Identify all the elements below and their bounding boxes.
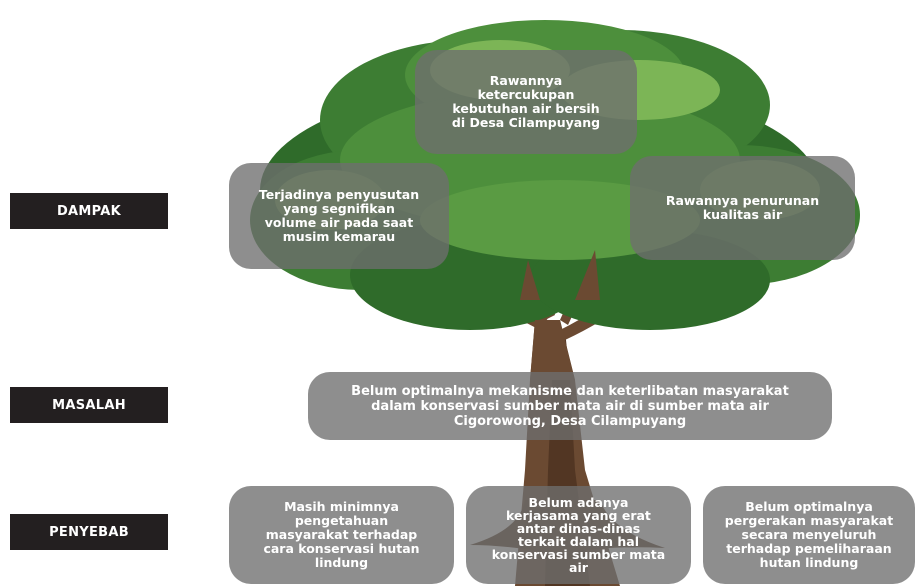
penyebab-right-box: Belum optimalnya pergerakan masyarakat s…: [703, 486, 915, 584]
label-penyebab: PENYEBAB: [10, 514, 168, 550]
dampak-left-box: Terjadinya penyusutan yang segnifikan vo…: [229, 163, 449, 269]
penyebab-middle-box: Belum adanya kerjasama yang erat antar d…: [466, 486, 691, 584]
dampak-top-box: Rawannya ketercukupan kebutuhan air bers…: [415, 50, 637, 154]
penyebab-left-box: Masih minimnya pengetahuan masyarakat te…: [229, 486, 454, 584]
label-masalah: MASALAH: [10, 387, 168, 423]
label-dampak: DAMPAK: [10, 193, 168, 229]
masalah-box: Belum optimalnya mekanisme dan keterliba…: [308, 372, 832, 440]
dampak-right-box: Rawannya penurunan kualitas air: [630, 156, 855, 260]
